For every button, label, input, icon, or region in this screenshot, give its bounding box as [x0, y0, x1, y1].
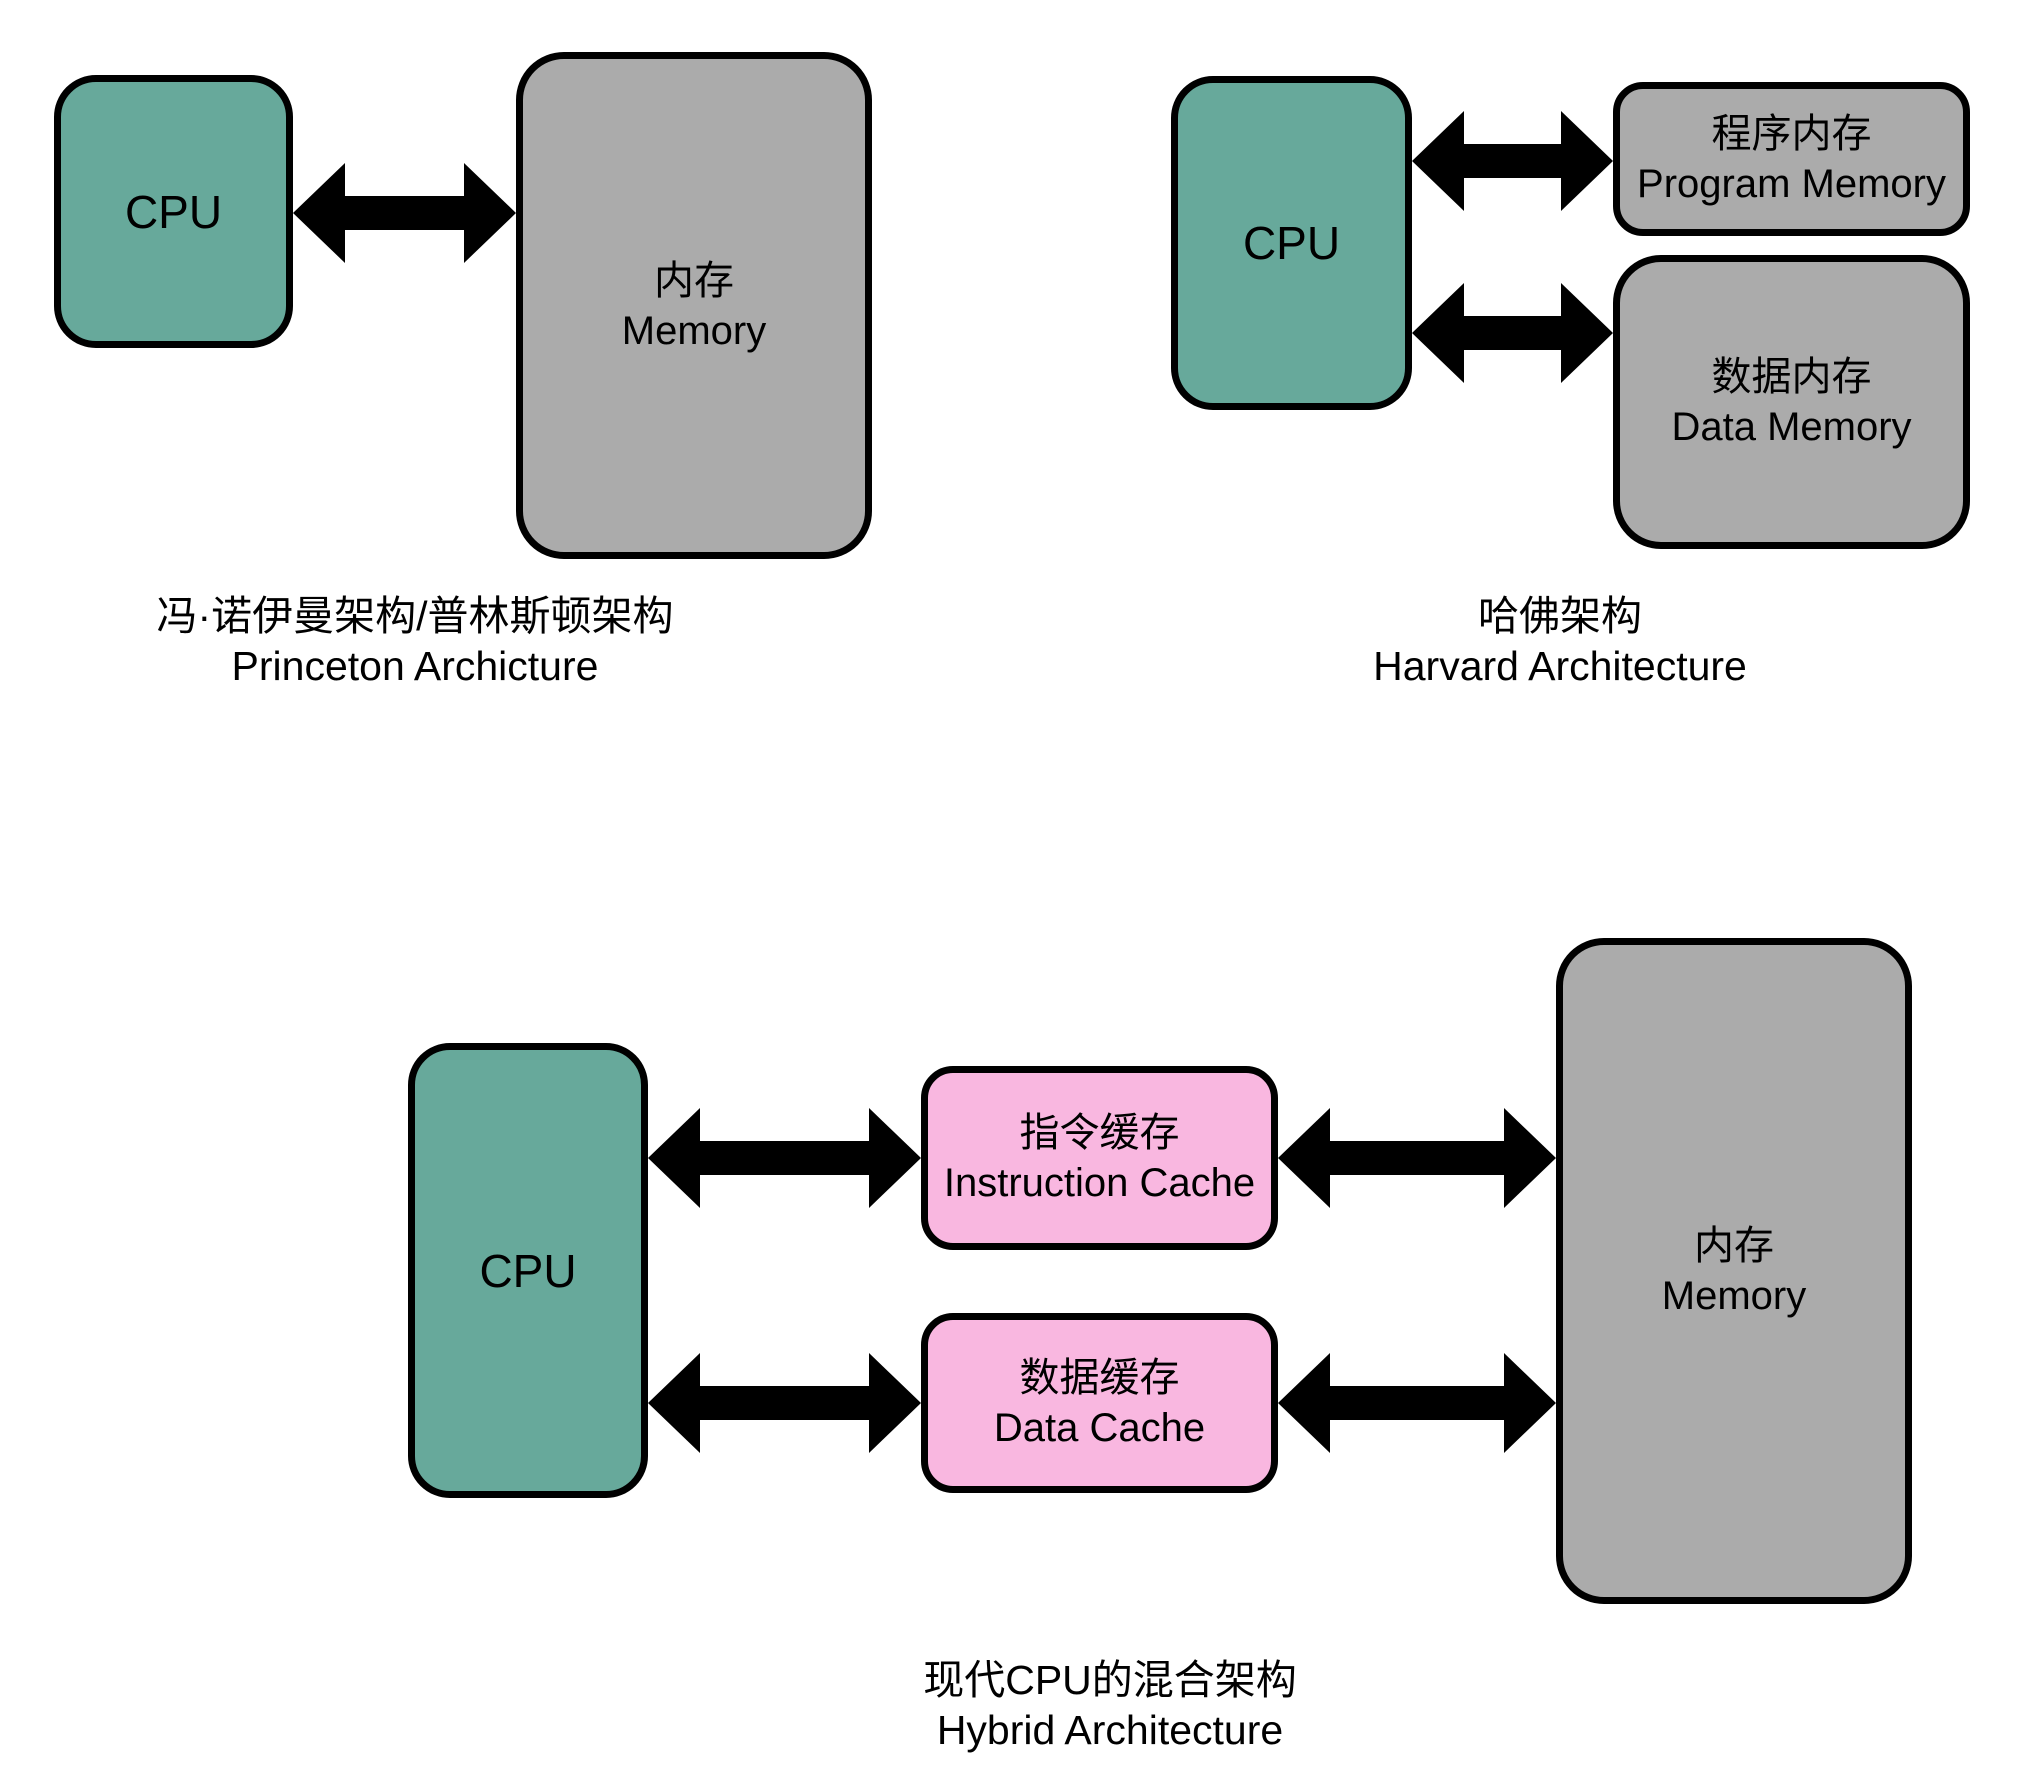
- princeton-cpu-box: CPU: [54, 75, 293, 348]
- arrow-shaft: [345, 196, 464, 230]
- arrowhead-left-icon: [648, 1108, 700, 1208]
- hybrid-cpu-data-cache-arrow: [648, 1353, 921, 1453]
- hybrid-caption: 现代CPU的混合架构 Hybrid Architecture: [923, 1655, 1297, 1755]
- harvard-program-memory-label-en: Program Memory: [1637, 162, 1946, 206]
- arrowhead-right-icon: [869, 1353, 921, 1453]
- harvard-cpu-label: CPU: [1242, 217, 1341, 269]
- hybrid-instruction-cache-label-en: Instruction Cache: [943, 1161, 1256, 1205]
- hybrid-caption-zh: 现代CPU的混合架构: [923, 1657, 1297, 1703]
- harvard-program-memory-label-zh: 程序内存: [1711, 112, 1872, 156]
- hybrid-data-cache-label-zh: 数据缓存: [1019, 1356, 1180, 1400]
- harvard-data-memory-box: 数据内存 Data Memory: [1613, 255, 1970, 549]
- hybrid-instruction-cache-label-zh: 指令缓存: [1019, 1111, 1180, 1155]
- arrowhead-left-icon: [293, 163, 345, 263]
- harvard-cpu-box: CPU: [1171, 76, 1412, 410]
- princeton-cpu-memory-arrow: [293, 163, 516, 263]
- hybrid-memory-box: 内存 Memory: [1556, 938, 1912, 1604]
- princeton-memory-label-en: Memory: [621, 308, 767, 353]
- hybrid-instruction-cache-box: 指令缓存 Instruction Cache: [921, 1066, 1278, 1250]
- arrowhead-right-icon: [464, 163, 516, 263]
- arrowhead-left-icon: [1278, 1108, 1330, 1208]
- princeton-caption-en: Princeton Archicture: [231, 643, 599, 689]
- princeton-cpu-label: CPU: [124, 185, 223, 238]
- princeton-memory-box: 内存 Memory: [516, 52, 872, 559]
- arrow-shaft: [700, 1141, 869, 1175]
- hybrid-data-cache-memory-arrow: [1278, 1353, 1556, 1453]
- arrowhead-left-icon: [1412, 283, 1464, 383]
- arrow-shaft: [1330, 1141, 1504, 1175]
- princeton-memory-label-zh: 内存: [654, 258, 734, 303]
- harvard-caption: 哈佛架构 Harvard Architecture: [1373, 591, 1747, 691]
- arrowhead-right-icon: [1561, 283, 1613, 383]
- arrow-shaft: [700, 1386, 869, 1420]
- arrowhead-left-icon: [648, 1353, 700, 1453]
- hybrid-memory-label-en: Memory: [1661, 1274, 1807, 1318]
- harvard-data-memory-label-zh: 数据内存: [1711, 355, 1872, 399]
- harvard-cpu-data-memory-arrow: [1412, 283, 1613, 383]
- hybrid-data-cache-box: 数据缓存 Data Cache: [921, 1313, 1278, 1493]
- princeton-caption-zh: 冯·诺伊曼架构/普林斯顿架构: [156, 593, 674, 639]
- arrow-shaft: [1464, 316, 1561, 350]
- arrowhead-right-icon: [1504, 1353, 1556, 1453]
- hybrid-data-cache-label-en: Data Cache: [993, 1406, 1206, 1450]
- harvard-data-memory-label-en: Data Memory: [1671, 405, 1912, 449]
- harvard-cpu-program-memory-arrow: [1412, 111, 1613, 211]
- hybrid-cpu-label: CPU: [479, 1244, 577, 1297]
- arrow-shaft: [1330, 1386, 1504, 1420]
- hybrid-memory-label-zh: 内存: [1694, 1224, 1774, 1268]
- arrowhead-right-icon: [1561, 111, 1613, 211]
- arrowhead-left-icon: [1278, 1353, 1330, 1453]
- hybrid-caption-en: Hybrid Architecture: [936, 1707, 1284, 1753]
- arrowhead-right-icon: [869, 1108, 921, 1208]
- harvard-program-memory-box: 程序内存 Program Memory: [1613, 82, 1970, 236]
- harvard-caption-en: Harvard Architecture: [1373, 643, 1747, 689]
- arrowhead-right-icon: [1504, 1108, 1556, 1208]
- hybrid-instruction-cache-memory-arrow: [1278, 1108, 1556, 1208]
- harvard-caption-zh: 哈佛架构: [1478, 593, 1642, 639]
- arrowhead-left-icon: [1412, 111, 1464, 211]
- arrow-shaft: [1464, 144, 1561, 178]
- princeton-caption: 冯·诺伊曼架构/普林斯顿架构 Princeton Archicture: [156, 591, 673, 691]
- hybrid-cpu-box: CPU: [408, 1043, 648, 1498]
- hybrid-cpu-instruction-cache-arrow: [648, 1108, 921, 1208]
